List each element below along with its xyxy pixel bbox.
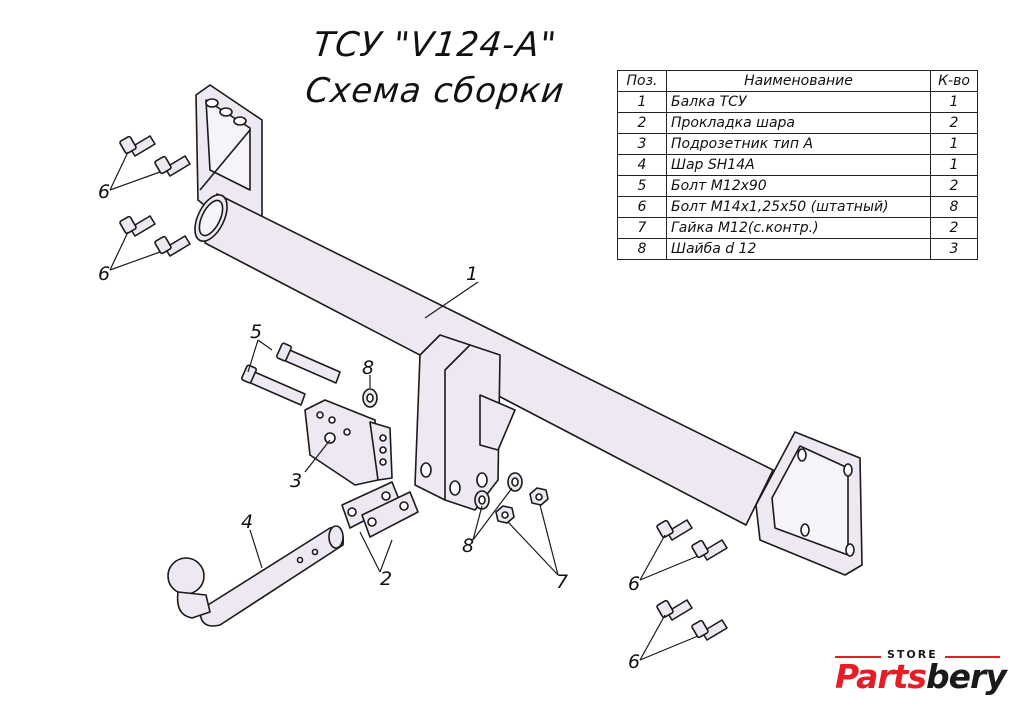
partsbery-store-logo: STORE Partsbery	[835, 646, 1007, 708]
callout-1: 1	[466, 263, 478, 285]
right-mounting-bracket	[755, 431, 863, 576]
ball-spacers	[341, 481, 419, 538]
row-pos: 8	[617, 238, 667, 260]
logo-part1: Parts	[835, 657, 927, 696]
tow-bracket-plates	[414, 334, 516, 511]
logo-wordmark: Partsbery	[835, 657, 1007, 696]
row-qty: 3	[930, 238, 978, 260]
table-row: 6 Болт М14х1,25х50 (штатный) 8	[617, 196, 978, 218]
callout-4: 4	[241, 511, 253, 533]
leader-lines	[109, 151, 699, 661]
bolts-m12x90	[241, 342, 341, 406]
washers	[362, 388, 523, 510]
logo-right-rule	[945, 656, 1000, 658]
table-row: 8 Шайба d 12 3	[617, 238, 978, 260]
table-row: 7 Гайка М12(с.контр.) 2	[617, 217, 978, 239]
standard-bolts-m14	[119, 135, 728, 641]
callout-6-left-bottom: 6	[98, 263, 110, 285]
callout-7: 7	[556, 571, 568, 593]
callout-6-right-top: 6	[628, 573, 640, 595]
header-pos: Поз.	[617, 70, 667, 92]
callout-3: 3	[290, 470, 302, 492]
row-name: Шайба d 12	[666, 238, 931, 260]
callout-8-bottom: 8	[462, 535, 474, 557]
row-qty: 2	[930, 112, 978, 134]
callout-6-left-top: 6	[98, 181, 110, 203]
nuts	[495, 487, 549, 524]
logo-part2: bery	[926, 657, 1007, 696]
logo-store-text: STORE	[887, 648, 938, 661]
callout-6-right-bottom: 6	[628, 651, 640, 673]
callout-5: 5	[250, 321, 262, 343]
parts-table: Поз. Наименование К-во 1 Балка ТСУ 1 2 П…	[617, 70, 978, 260]
socket-plate	[304, 399, 393, 486]
callout-8-top: 8	[362, 357, 374, 379]
tow-ball-arm	[167, 525, 345, 627]
callout-2: 2	[380, 568, 392, 590]
logo-left-rule	[835, 656, 881, 658]
